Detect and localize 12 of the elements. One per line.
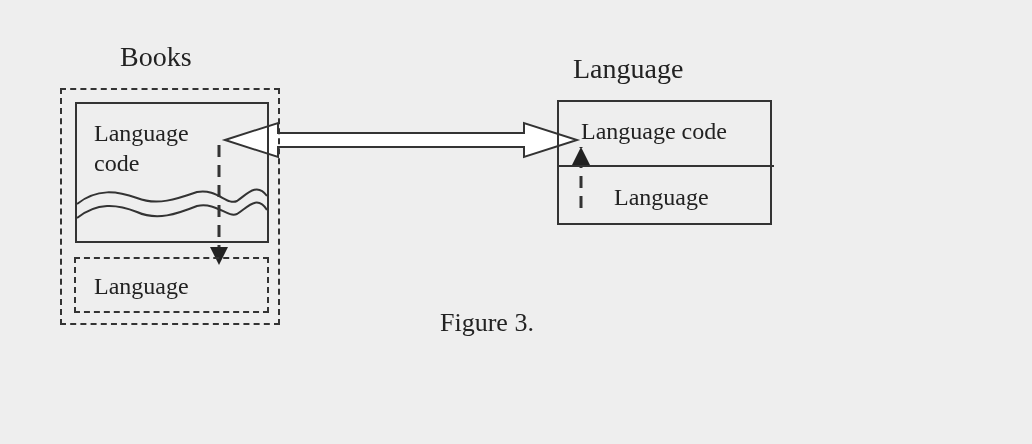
dashed-field-box (74, 257, 269, 313)
field-label: Language (614, 183, 709, 212)
group-heading: Books (120, 42, 192, 72)
field-label: Language code (94, 119, 190, 178)
group-heading: Language (573, 54, 684, 84)
hollow-block-arrow (221, 121, 581, 159)
record-box (75, 102, 269, 243)
dashed-arrow (572, 147, 590, 208)
dashed-arrow (210, 145, 228, 265)
field-label: Language (94, 272, 189, 301)
field-label: Language code (581, 117, 727, 146)
figure-caption: Figure 3. (440, 308, 534, 338)
